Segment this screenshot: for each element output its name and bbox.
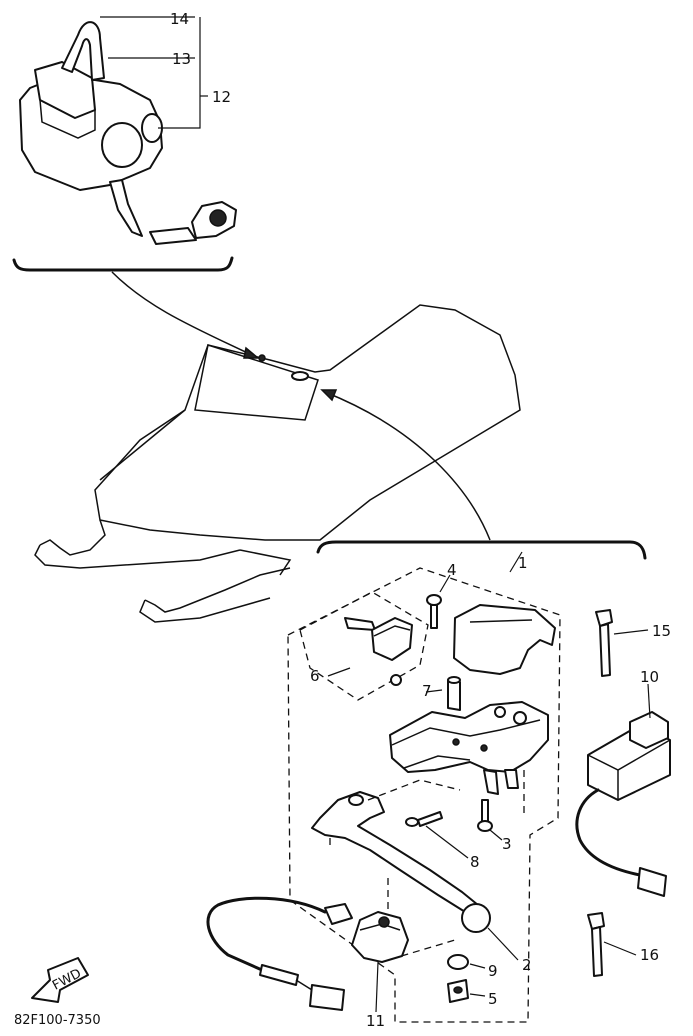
nut-5 xyxy=(447,979,469,1003)
snowmobile-outline xyxy=(34,304,521,623)
inset-switch-assembly xyxy=(19,21,237,245)
throttle-lever-2 xyxy=(311,791,479,916)
callout-4: 4 xyxy=(447,561,457,579)
washer-9 xyxy=(447,954,469,970)
throttle-switch-11 xyxy=(206,896,409,1011)
main-bracket xyxy=(316,540,647,560)
callout-16: 16 xyxy=(640,946,659,964)
kill-switch-6 xyxy=(344,617,413,686)
throttle-housing xyxy=(389,701,549,773)
callout-11: 11 xyxy=(366,1012,385,1030)
callout-12: 12 xyxy=(212,88,231,106)
callout-1: 1 xyxy=(518,554,528,572)
fwd-arrow: FWD xyxy=(31,957,89,1003)
callout-5: 5 xyxy=(488,990,498,1008)
bolt-4 xyxy=(426,594,442,629)
callout-6: 6 xyxy=(310,667,320,685)
throttle-cover xyxy=(453,604,556,675)
callout-14: 14 xyxy=(170,10,189,28)
sleeve-7 xyxy=(447,676,461,711)
callout-8: 8 xyxy=(470,853,480,871)
arrow-to-switch-location xyxy=(111,271,259,359)
inset-bracket xyxy=(12,256,234,272)
arrow-to-throttle-location xyxy=(324,391,491,541)
callout-15: 15 xyxy=(652,622,671,640)
cable-tie-16 xyxy=(587,912,605,977)
bolt-3 xyxy=(477,799,493,832)
callout-7: 7 xyxy=(422,682,432,700)
callout-9: 9 xyxy=(488,962,498,980)
bolt-8 xyxy=(405,811,443,827)
callout-3: 3 xyxy=(502,835,512,853)
callout-2: 2 xyxy=(522,956,532,974)
callout-10: 10 xyxy=(640,668,659,686)
group-6-outline xyxy=(299,591,429,701)
cable-tie-15 xyxy=(595,609,613,677)
heater-unit-10 xyxy=(575,711,671,897)
group-1-outline xyxy=(287,567,561,1023)
figure-code: 82F100-7350 xyxy=(14,1013,101,1028)
callout-13: 13 xyxy=(172,50,191,68)
